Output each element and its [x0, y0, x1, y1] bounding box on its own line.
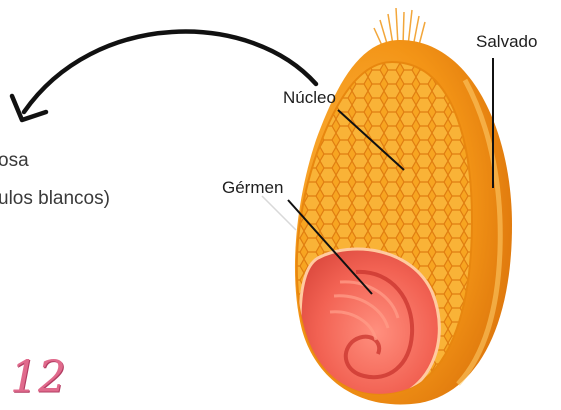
germ-group [300, 249, 439, 400]
label-salvado: Salvado [476, 32, 537, 52]
curved-arrow [24, 32, 316, 112]
label-nucleo: Núcleo [283, 88, 336, 108]
cut-off-text-line-1: osa [0, 150, 29, 172]
cut-off-text-line-2: ulos blancos) [0, 188, 110, 210]
page-number: 12 [10, 352, 66, 403]
label-germen: Gérmen [222, 178, 283, 198]
leader-germen-faint [262, 196, 296, 230]
